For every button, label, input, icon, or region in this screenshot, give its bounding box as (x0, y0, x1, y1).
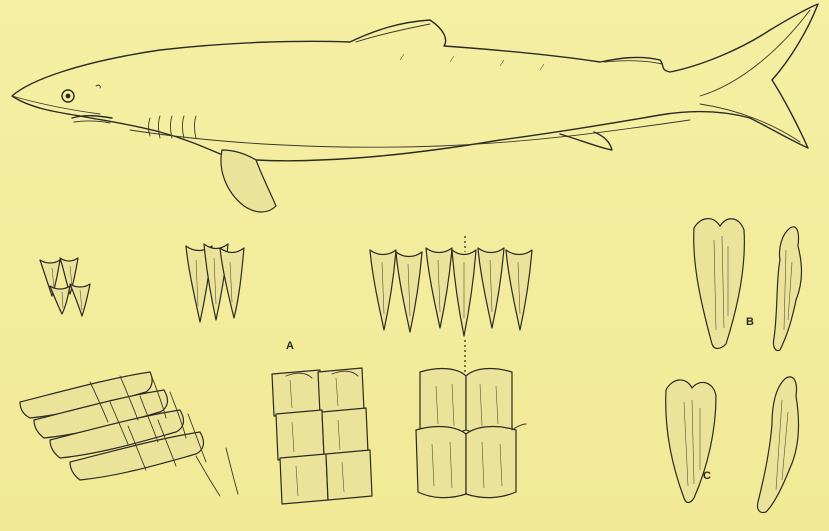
label-b: B (746, 316, 754, 328)
upper-teeth-group-1 (40, 258, 90, 316)
tooth-c-figure (666, 377, 799, 513)
tooth-b-figure (694, 219, 802, 351)
shark-gill-slits (149, 116, 197, 138)
upper-teeth-group-3 (370, 236, 532, 372)
lower-teeth-group-1 (20, 372, 238, 496)
tooth-b-side (773, 227, 801, 351)
shark-pectoral-fin (221, 150, 276, 212)
label-a: A (286, 340, 294, 352)
tooth-c-front (666, 380, 716, 503)
shark-illustration (12, 4, 818, 212)
label-c: C (703, 470, 711, 482)
tooth-b-front (694, 219, 745, 349)
tooth-c-side (757, 377, 798, 513)
upper-teeth-group-2 (186, 244, 244, 322)
lower-teeth-group-2 (272, 368, 372, 504)
lower-teeth-group-3 (416, 369, 526, 498)
shark-pelvic-fin (560, 132, 612, 150)
